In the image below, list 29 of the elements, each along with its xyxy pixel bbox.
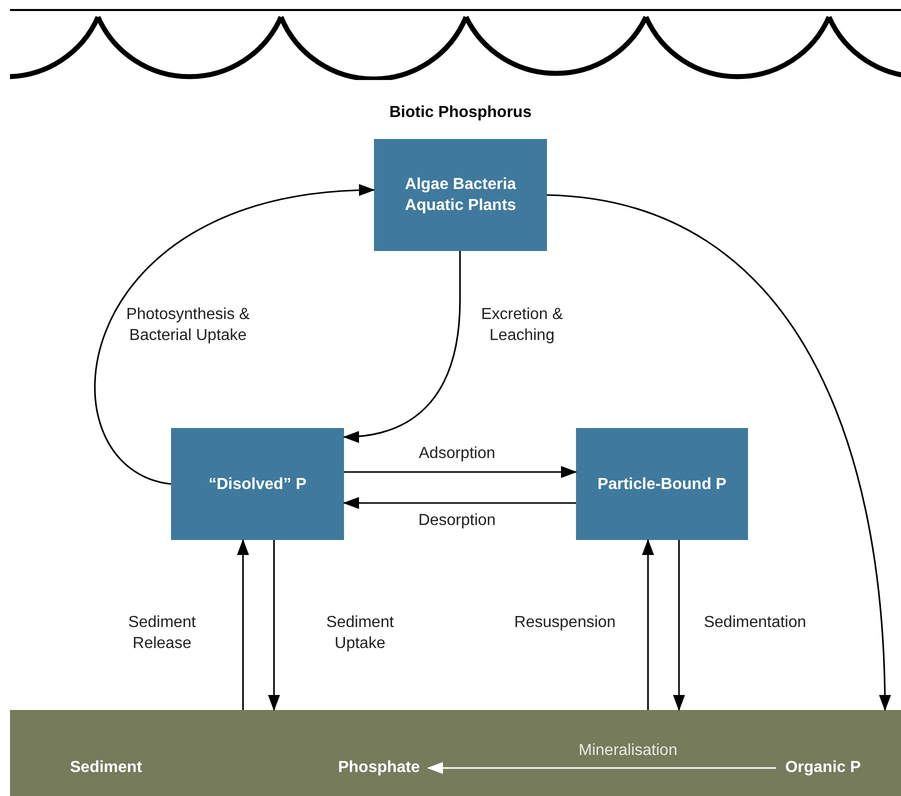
- arrow: [94, 185, 375, 485]
- process-box: [576, 428, 748, 540]
- edge-label: Desorption: [417, 511, 497, 531]
- arrow: [427, 762, 776, 774]
- box-label: Algae Bacteria Aquatic Plants: [404, 175, 518, 216]
- box-label: “Disolved” P: [208, 474, 308, 494]
- edge-label: Mineralisation: [578, 741, 678, 761]
- edge-label: Photosynthesis & Bacterial Uptake: [125, 305, 251, 346]
- arrow: [343, 497, 576, 509]
- arrow: [673, 540, 685, 711]
- edge-label: Sediment Uptake: [325, 613, 395, 654]
- band-label: Sediment: [70, 758, 142, 778]
- edge-label: Resuspension: [513, 613, 617, 633]
- band-label: Phosphate: [330, 756, 428, 780]
- arrow: [343, 251, 461, 442]
- edge-label: Adsorption: [418, 444, 496, 464]
- sediment-band: [10, 710, 901, 796]
- arrow: [642, 539, 654, 710]
- edge-label: Excretion & Leaching: [480, 305, 564, 346]
- heading: Biotic Phosphorus: [388, 103, 533, 123]
- arrow: [546, 194, 891, 711]
- edge-label: Sedimentation: [702, 613, 808, 633]
- box-label: Particle-Bound P: [596, 474, 728, 494]
- arrow: [268, 540, 280, 711]
- arrow: [237, 539, 249, 710]
- band-label: Organic P: [776, 756, 870, 780]
- edge-label: Sediment Release: [127, 613, 197, 654]
- process-box: [171, 428, 344, 540]
- arrow: [344, 466, 577, 478]
